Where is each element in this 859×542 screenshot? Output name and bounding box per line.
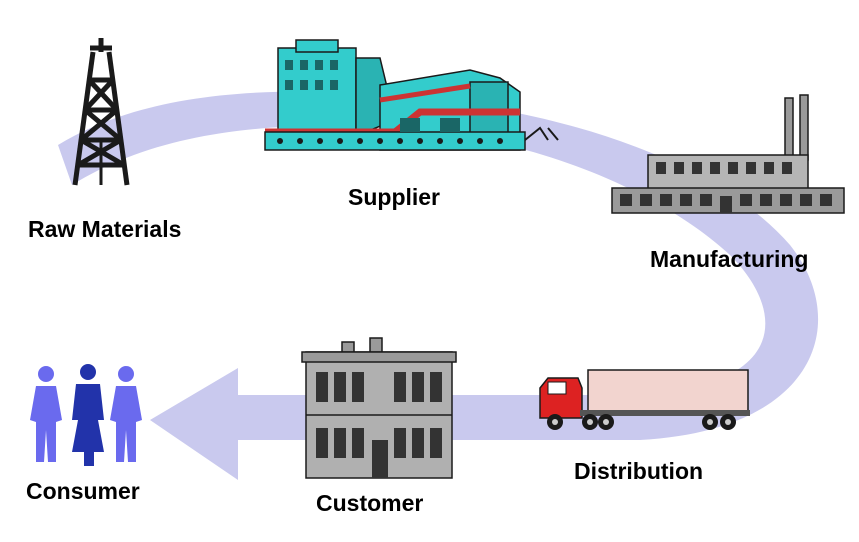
person-center-icon	[72, 364, 104, 466]
factory-icon	[611, 94, 845, 214]
person-left-icon	[30, 366, 62, 462]
label-supplier: Supplier	[348, 184, 441, 210]
flow-arrowhead	[150, 368, 238, 480]
truck-icon	[539, 369, 750, 430]
supplier-plant-icon	[264, 39, 559, 151]
label-distribution: Distribution	[574, 458, 704, 484]
consumer-people-icon	[30, 364, 142, 466]
store-icon	[301, 337, 457, 479]
flow-arrow-band	[58, 91, 819, 441]
flow-arrow	[58, 91, 819, 480]
oil-derrick-icon	[72, 38, 130, 186]
label-customer: Customer	[316, 490, 424, 516]
label-manufacturing: Manufacturing	[650, 246, 809, 272]
person-right-icon	[110, 366, 142, 462]
label-raw-materials: Raw Materials	[28, 216, 182, 242]
label-consumer: Consumer	[26, 478, 140, 504]
